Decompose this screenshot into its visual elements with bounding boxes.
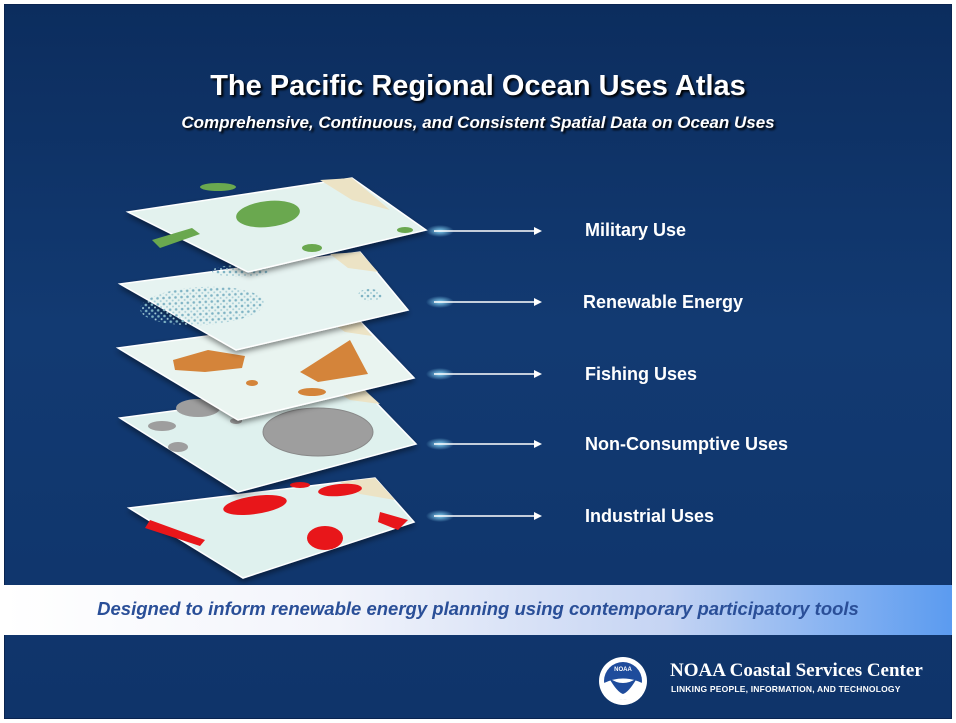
label-fishing-uses: Fishing Uses: [585, 364, 698, 384]
layer-industrial-map: [126, 477, 416, 579]
arrow-renewable-energy: [426, 296, 542, 308]
slide-subtitle: Comprehensive, Continuous, and Consisten…: [181, 113, 775, 132]
label-military-use: Military Use: [585, 220, 687, 240]
noaa-seal-icon: NOAA: [593, 656, 661, 711]
arrow-fishing: [426, 368, 542, 380]
arrow-industrial: [426, 510, 542, 522]
arrow-non-consumptive: [426, 438, 542, 450]
slide-title: The Pacific Regional Ocean Uses Atlas: [210, 70, 746, 102]
arrow-military: [426, 225, 542, 237]
label-non-consumptive-uses: Non-Consumptive Uses: [585, 434, 789, 454]
org-tagline: LINKING PEOPLE, INFORMATION, AND TECHNOL…: [671, 684, 901, 694]
layer-fishing-map: [115, 315, 416, 421]
noaa-logo-text: NOAA: [614, 667, 632, 673]
label-renewable-energy: Renewable Energy: [583, 292, 744, 312]
org-name: NOAA Coastal Services Center: [670, 660, 923, 681]
banner-text: Designed to inform renewable energy plan…: [97, 598, 859, 619]
layer-renewable-energy-map: [117, 251, 410, 351]
banner-bar: [4, 585, 952, 635]
layer-military-map: [125, 177, 428, 273]
label-industrial-uses: Industrial Uses: [585, 506, 715, 526]
